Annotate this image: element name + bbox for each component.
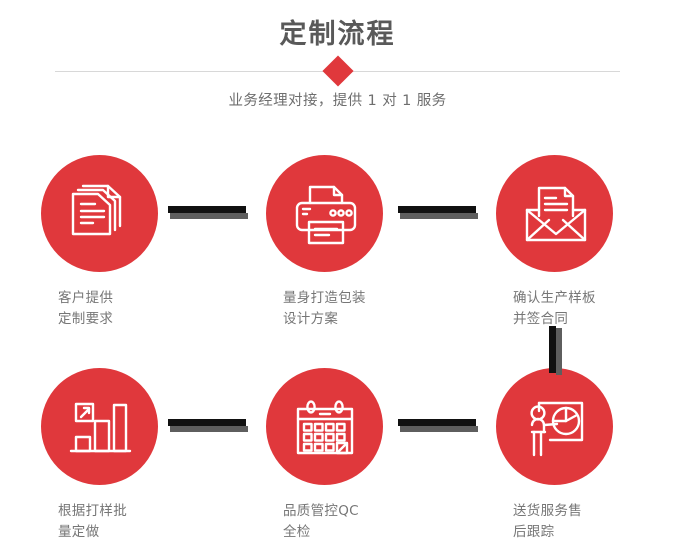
flow-step-3-circle xyxy=(496,155,613,272)
connector-step2-step3 xyxy=(398,206,478,220)
connector-shadow xyxy=(170,213,248,219)
connector-bar xyxy=(398,206,476,213)
connector-step5-step6 xyxy=(398,419,478,433)
connector-shadow xyxy=(400,426,478,432)
bar-chart-growth-icon xyxy=(69,402,131,452)
calendar-icon xyxy=(296,399,353,454)
connector-step4-step5 xyxy=(168,419,248,433)
connector-shadow xyxy=(400,213,478,219)
flow-step-3-caption: 确认生产样板 并签合同 xyxy=(513,290,596,327)
connector-step1-step2 xyxy=(168,206,248,220)
connector-step3-step6 xyxy=(549,326,563,375)
process-flow-diagram: 客户提供 定制要求 量身打造包装 设计方案 xyxy=(0,130,675,550)
flow-step-5-caption: 品质管控QC 全检 xyxy=(283,503,359,540)
flow-step-2-circle xyxy=(266,155,383,272)
flow-step-4-circle xyxy=(41,368,158,485)
connector-shadow xyxy=(170,426,248,432)
flow-step-1-caption: 客户提供 定制要求 xyxy=(58,290,114,327)
connector-bar xyxy=(168,206,246,213)
connector-bar xyxy=(549,326,556,373)
connector-shadow xyxy=(556,328,562,375)
connector-bar xyxy=(168,419,246,426)
flow-step-4-caption: 根据打样批 量定做 xyxy=(58,503,127,540)
connector-bar xyxy=(398,419,476,426)
flow-step-6-caption: 送货服务售 后跟踪 xyxy=(513,503,582,540)
diamond-separator-icon xyxy=(322,55,354,87)
page-title: 定制流程 xyxy=(279,19,396,50)
flow-step-5-circle xyxy=(266,368,383,485)
documents-stack-icon xyxy=(71,184,121,235)
printer-icon xyxy=(295,185,356,244)
header-subtitle: 业务经理对接，提供 1 对 1 服务 xyxy=(228,93,447,109)
flow-step-1-circle xyxy=(41,155,158,272)
flow-step-2-caption: 量身打造包装 设计方案 xyxy=(283,290,366,327)
header-section: 定制流程 业务经理对接，提供 1 对 1 服务 xyxy=(0,0,675,130)
envelope-letter-icon xyxy=(525,186,586,241)
presentation-pie-chart-icon xyxy=(529,401,583,456)
flow-step-6-circle xyxy=(496,368,613,485)
